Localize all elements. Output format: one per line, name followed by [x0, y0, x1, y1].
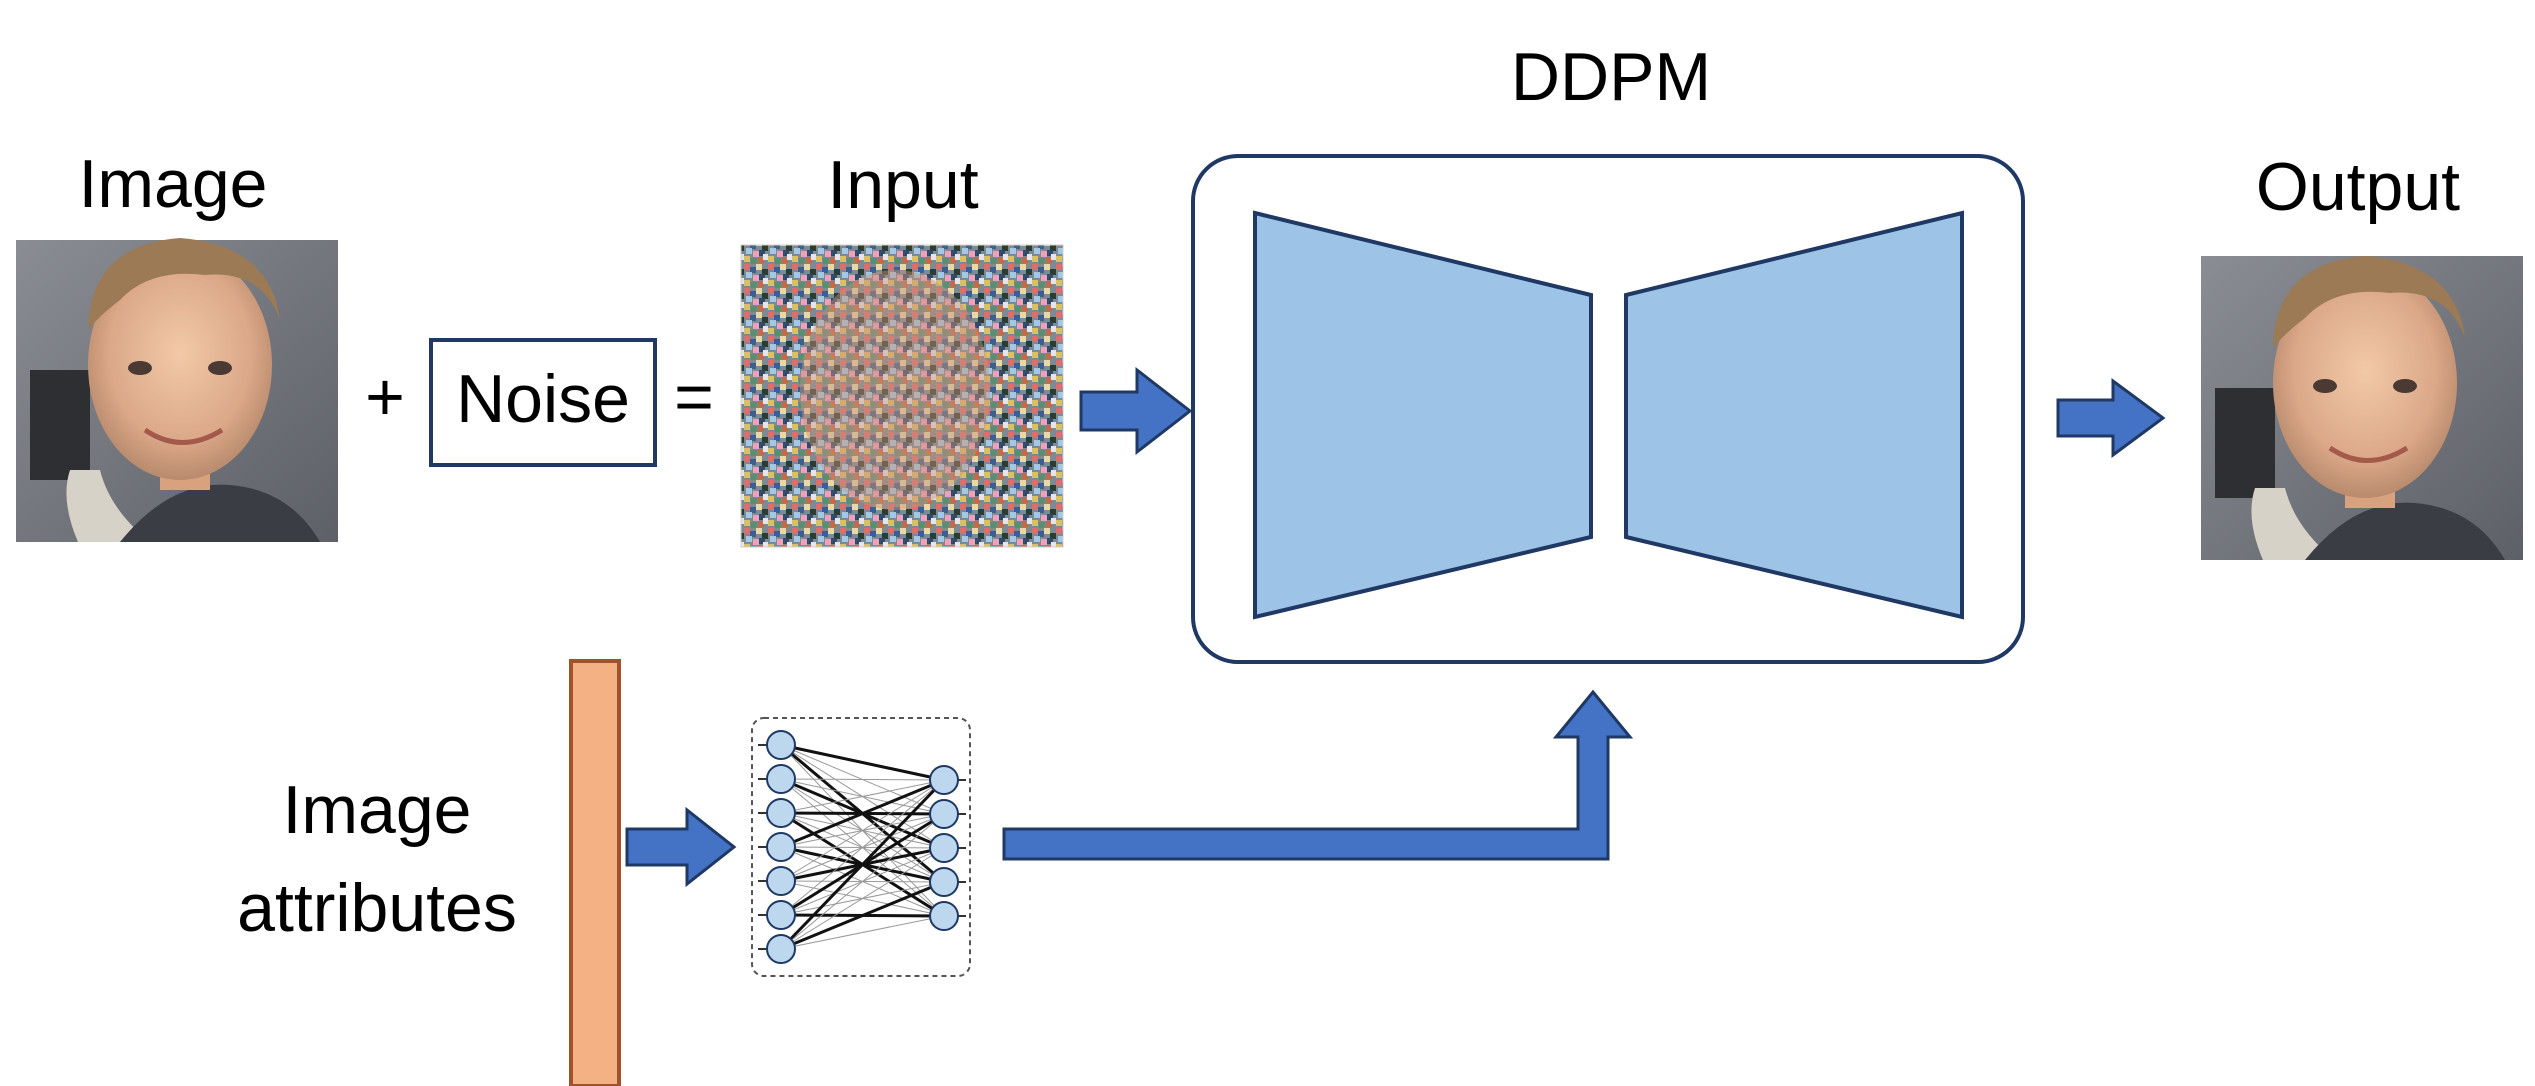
- arrow-input-to-ddpm: [1079, 366, 1193, 456]
- noisy-input-image: [740, 244, 1064, 548]
- neuron: [929, 867, 959, 897]
- neuron: [929, 765, 959, 795]
- attributes-label-line2: attributes: [237, 870, 517, 946]
- arrow-ddpm-to-output: [2056, 378, 2166, 458]
- arrow-mlp-to-ddpm: [1002, 689, 1634, 861]
- attributes-label-line1: Image: [283, 772, 472, 848]
- image-title: Image: [79, 146, 268, 222]
- neuron: [766, 900, 796, 930]
- ddpm-title: DDPM: [1511, 39, 1711, 115]
- neuron: [766, 798, 796, 828]
- input-title: Input: [827, 147, 978, 223]
- neuron: [766, 730, 796, 760]
- arrow-attributes-to-mlp: [625, 806, 737, 888]
- neuron: [766, 866, 796, 896]
- equals-sign: =: [674, 359, 714, 435]
- noise-box: [429, 338, 657, 467]
- neuron: [766, 934, 796, 964]
- decoder-trapezoid: [1624, 210, 1964, 620]
- neuron: [929, 833, 959, 863]
- neuron: [929, 799, 959, 829]
- encoder-trapezoid: [1253, 210, 1593, 620]
- noise-label: Noise: [456, 361, 630, 437]
- neuron: [766, 764, 796, 794]
- output-title: Output: [2256, 149, 2460, 225]
- plus-sign: +: [365, 359, 405, 435]
- neural-network-icon: [751, 717, 971, 977]
- neuron: [929, 901, 959, 931]
- neuron: [766, 832, 796, 862]
- input-face-photo: [16, 238, 338, 542]
- attribute-vector-bar: [569, 659, 621, 1086]
- output-face-photo: [2201, 256, 2523, 560]
